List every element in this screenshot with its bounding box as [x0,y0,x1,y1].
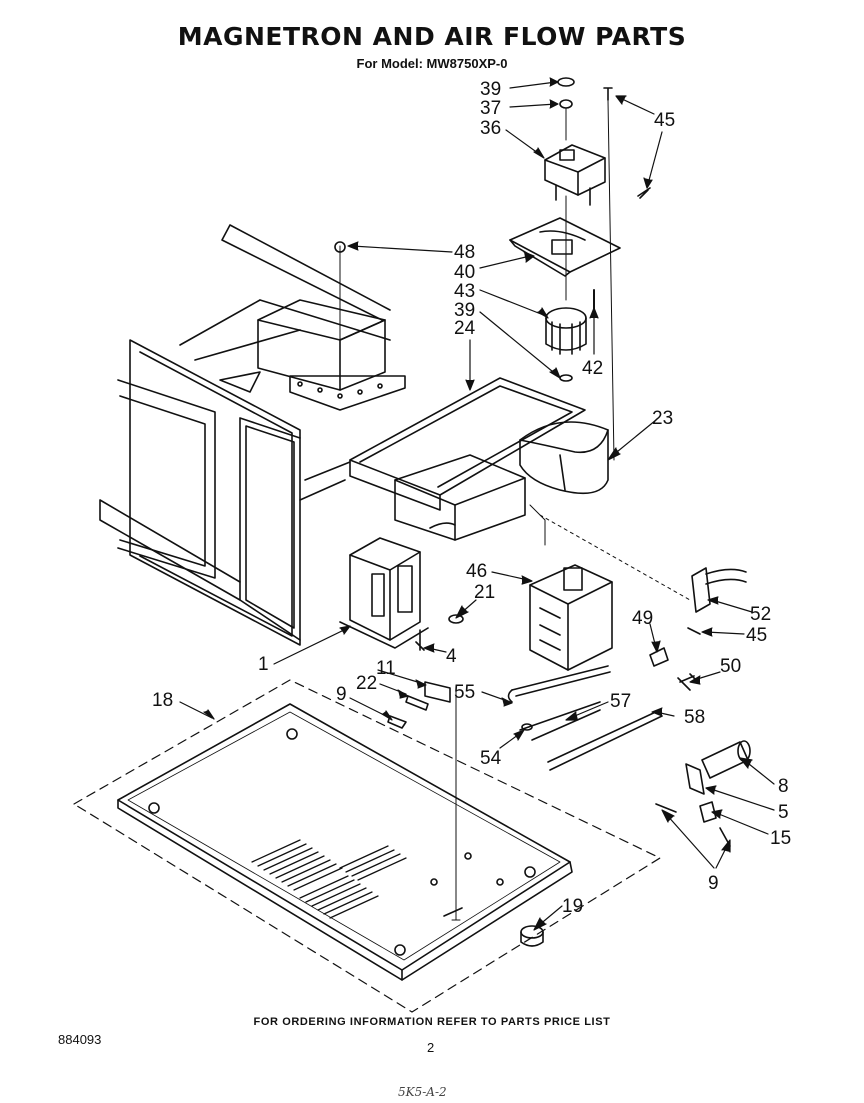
ordering-footer-note: FOR ORDERING INFORMATION REFER TO PARTS … [253,1016,611,1028]
callout-24: 24 [454,318,476,339]
capacitor-assembly [655,740,751,847]
vent-slots [251,839,407,919]
callout-18: 18 [152,690,173,711]
callout-22: 22 [356,673,377,694]
callout-49: 49 [632,608,653,629]
screws-45 [603,87,651,461]
motor-bracket [509,217,621,277]
callout-9-right: 9 [708,873,719,894]
callout-45-right: 45 [746,625,767,646]
callout-5: 5 [778,802,789,823]
callout-52: 52 [750,604,771,625]
callout-labels: 39 37 36 45 48 40 43 39 24 42 23 46 21 5… [152,79,791,917]
callout-leaders [179,77,775,931]
callout-21: 21 [474,582,495,603]
terminal-block [257,241,406,411]
callout-57: 57 [610,691,631,712]
air-duct [349,377,586,541]
callout-37: 37 [480,98,501,119]
callout-9-left: 9 [336,684,347,705]
fan-motor [544,77,606,301]
magnetron [529,504,691,671]
callout-40: 40 [454,262,475,283]
callout-58: 58 [684,707,705,728]
callout-39-top: 39 [480,79,501,100]
page-title: MAGNETRON AND AIR FLOW PARTS [177,22,687,51]
callout-1: 1 [258,654,269,675]
callout-48: 48 [454,242,475,263]
callout-15: 15 [770,828,791,849]
document-number: 884093 [58,1032,102,1047]
callout-46: 46 [466,561,487,582]
callout-42: 42 [582,358,603,379]
callout-54: 54 [480,748,502,769]
small-bracket-parts [387,681,461,921]
callout-8: 8 [778,776,789,797]
rubber-foot [520,925,544,947]
callout-50: 50 [720,656,741,677]
base-plate [73,679,661,1013]
callout-19: 19 [562,896,583,917]
interlock-switch [687,567,747,635]
oven-cabinet [99,224,391,646]
fan-shroud [519,421,609,495]
wire-harnesses [507,665,663,771]
callout-43: 43 [454,281,475,302]
model-subtitle: For Model: MW8750XP-0 [356,56,508,71]
callout-55: 55 [454,682,475,703]
callout-4: 4 [446,646,457,667]
handwritten-note: 5K5-A-2 [398,1085,447,1099]
high-voltage-transformer [339,537,429,651]
page-number: 2 [427,1040,435,1055]
callout-23: 23 [652,408,673,429]
callout-36: 36 [480,118,501,139]
callout-45-top: 45 [654,110,675,131]
thermal-cutouts [448,614,699,691]
callout-11: 11 [376,658,396,679]
callout-39-mid: 39 [454,300,475,321]
